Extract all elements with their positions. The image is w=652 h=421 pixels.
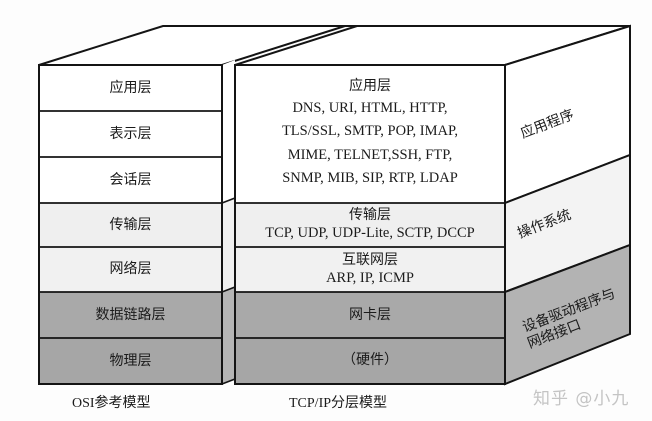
tcpip-application-protocols-2: TLS/SSL, SMTP, POP, IMAP, <box>281 123 459 139</box>
tcpip-row-nic <box>235 292 505 338</box>
tcpip-layer-hardware: （硬件） <box>342 352 398 368</box>
osi-side-face-mid <box>222 198 235 292</box>
tcpip-row-transport <box>235 203 505 247</box>
osi-layer-network: 网络层 <box>109 261 152 277</box>
osi-layer-transport: 传输层 <box>109 217 152 233</box>
osi-row-session <box>39 157 222 203</box>
osi-row-application <box>39 65 222 111</box>
tcpip-layer-internet: 互联网层 <box>342 252 398 268</box>
osi-layer-presentation: 表示层 <box>109 126 152 142</box>
tcpip-row-hardware <box>235 338 505 384</box>
tcpip-row-application <box>235 65 505 203</box>
tcpip-row-internet <box>235 247 505 292</box>
tcpip-transport-protocols: TCP, UDP, UDP-Lite, SCTP, DCCP <box>265 225 475 241</box>
tcpip-internet-protocols: ARP, IP, ICMP <box>326 270 414 286</box>
osi-row-network <box>39 247 222 292</box>
watermark: 知乎 @小九 <box>533 389 630 409</box>
tcpip-application-protocols-1: DNS, URI, HTML, HTTP, <box>292 100 448 116</box>
osi-row-presentation <box>39 111 222 157</box>
tcpip-application-protocols-3: MIME, TELNET,SSH, FTP, <box>287 147 453 163</box>
osi-side-face-upper <box>222 60 235 203</box>
osi-row-datalink <box>39 292 222 338</box>
osi-layer-session: 会话层 <box>109 172 152 188</box>
osi-side-face-lower <box>222 287 235 384</box>
osi-model-caption: OSI参考模型 <box>72 396 151 411</box>
osi-layer-datalink: 数据链路层 <box>95 307 166 323</box>
osi-row-transport <box>39 203 222 247</box>
tcpip-model-caption: TCP/IP分层模型 <box>289 396 388 411</box>
tcpip-layer-nic: 网卡层 <box>349 307 391 323</box>
tcpip-layer-transport: 传输层 <box>349 207 391 223</box>
osi-row-physical <box>39 338 222 384</box>
tcpip-application-protocols-4: SNMP, MIB, SIP, RTP, LDAP <box>282 170 458 186</box>
osi-layer-physical: 物理层 <box>109 353 152 369</box>
osi-layer-application: 应用层 <box>109 80 152 96</box>
tcpip-layer-application: 应用层 <box>349 78 391 94</box>
